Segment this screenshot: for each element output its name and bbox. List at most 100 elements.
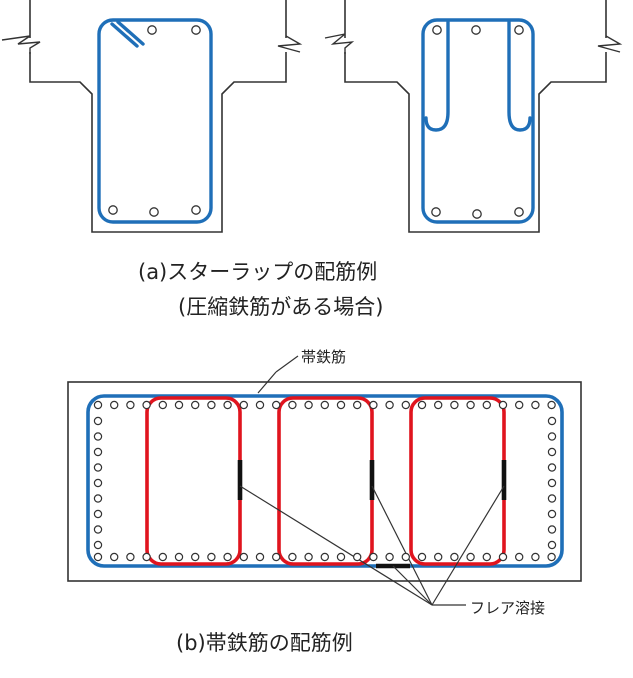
rebar-bar — [93, 463, 103, 472]
leader-weld-2 — [371, 485, 433, 606]
rebar-bar — [547, 540, 557, 550]
rebar-bar — [336, 400, 346, 410]
rebar-bar — [93, 478, 103, 488]
stirrup-left — [97, 18, 213, 224]
t-beam-section-left — [1, 0, 303, 233]
column-outline — [67, 381, 582, 582]
leader-weld-1 — [239, 485, 433, 606]
rebar-bar — [126, 400, 135, 410]
rebar-bar — [147, 25, 157, 35]
leader-weld-4 — [392, 565, 433, 606]
slab-outline-left — [29, 0, 287, 233]
rebar-bar — [174, 552, 184, 562]
rebar-bar — [432, 25, 442, 35]
rebar-bar — [93, 509, 103, 519]
rebar-bar — [531, 552, 540, 562]
leader-hoop-h — [275, 355, 299, 373]
rebar-bar — [108, 205, 118, 215]
rebar-bar — [109, 552, 119, 562]
rebar-bar — [466, 400, 475, 410]
stirrup-hook-left — [110, 20, 145, 48]
rebar-bar — [174, 400, 184, 410]
rebar-bar — [93, 400, 103, 410]
rebar-bar — [142, 400, 151, 410]
rebar-bar — [126, 552, 135, 562]
rebar-bar — [223, 400, 232, 410]
rebar-bar — [450, 552, 459, 562]
rebar-bar — [93, 447, 103, 457]
rebar-bar — [547, 552, 556, 562]
rebar-bar — [142, 552, 151, 562]
rebar-bar — [149, 207, 159, 217]
rebar-bar — [417, 552, 427, 562]
rebar-bar — [369, 552, 378, 562]
flare-weld-label: フレア溶接 — [470, 599, 546, 617]
rebar-bar — [288, 400, 297, 410]
break-mark-right-inner — [597, 35, 623, 53]
hoop-outer — [86, 394, 564, 568]
rebar-bar — [93, 416, 103, 426]
rebar-bar — [191, 205, 201, 215]
rebar-bar — [93, 552, 103, 562]
rebar-bar — [93, 540, 103, 550]
rebar-bar — [482, 552, 491, 562]
leader-weld-3 — [431, 485, 505, 606]
rebar-bar — [531, 400, 540, 410]
rebar-bar — [515, 552, 524, 562]
rebar-bar — [547, 400, 556, 410]
rebar-bar — [471, 25, 481, 35]
rebar-bar — [190, 400, 200, 410]
rebar-bar — [498, 552, 508, 562]
stirrup-right — [421, 18, 535, 224]
rebar-bar — [190, 552, 200, 562]
rebar-bar — [514, 207, 524, 217]
rebar-bar — [239, 552, 248, 562]
rebar-bar — [431, 207, 441, 217]
column-section — [67, 355, 582, 606]
rebar-bar — [239, 400, 248, 410]
rebar-bar — [336, 552, 346, 562]
rebar-bar — [353, 400, 362, 410]
t-beam-section-right — [324, 0, 623, 233]
rebar-bar — [191, 25, 201, 35]
rebar-bar — [472, 209, 482, 219]
rebar-bar — [515, 400, 524, 410]
rebar-bar — [288, 552, 297, 562]
rebar-bar — [547, 525, 557, 534]
rebar-bar — [93, 432, 103, 441]
rebar-bar — [353, 552, 362, 562]
rebar-bar — [109, 400, 119, 410]
rebar-bar — [498, 400, 508, 410]
rebar-bar — [223, 552, 232, 562]
rebar-bar — [320, 552, 329, 562]
hoop-inner-1 — [145, 396, 242, 566]
break-mark-left-outer — [1, 35, 41, 54]
hoop-inner-3 — [409, 396, 506, 566]
rebar-bar — [434, 552, 443, 562]
rebar-bar — [304, 400, 313, 410]
rebar-bar — [401, 400, 410, 410]
rebar-bar — [547, 432, 557, 441]
rebar-bar — [547, 463, 557, 472]
rebar-bar — [207, 400, 216, 410]
rebar-bar — [158, 400, 167, 410]
rebar-bar — [272, 552, 281, 562]
hoop-label: 帯鉄筋 — [301, 348, 347, 366]
rebar-bar — [158, 552, 167, 562]
rebar-bar — [320, 400, 329, 410]
rebar-bar — [255, 552, 265, 562]
rebar-bar — [93, 525, 103, 534]
rebar-bar — [385, 552, 394, 562]
rebar-bar — [369, 400, 378, 410]
rebar-bar — [514, 25, 524, 35]
rebar-bar — [385, 400, 394, 410]
break-mark-left-inner — [277, 35, 303, 53]
rebar-bar — [482, 400, 491, 410]
leader-hoop — [257, 371, 277, 394]
column-rebar-group — [93, 400, 557, 562]
rebar-bar — [272, 400, 281, 410]
stirrup-u-hook-right — [507, 20, 532, 132]
rebar-bar — [547, 494, 557, 503]
stirrup-u-hook-left — [424, 20, 450, 132]
